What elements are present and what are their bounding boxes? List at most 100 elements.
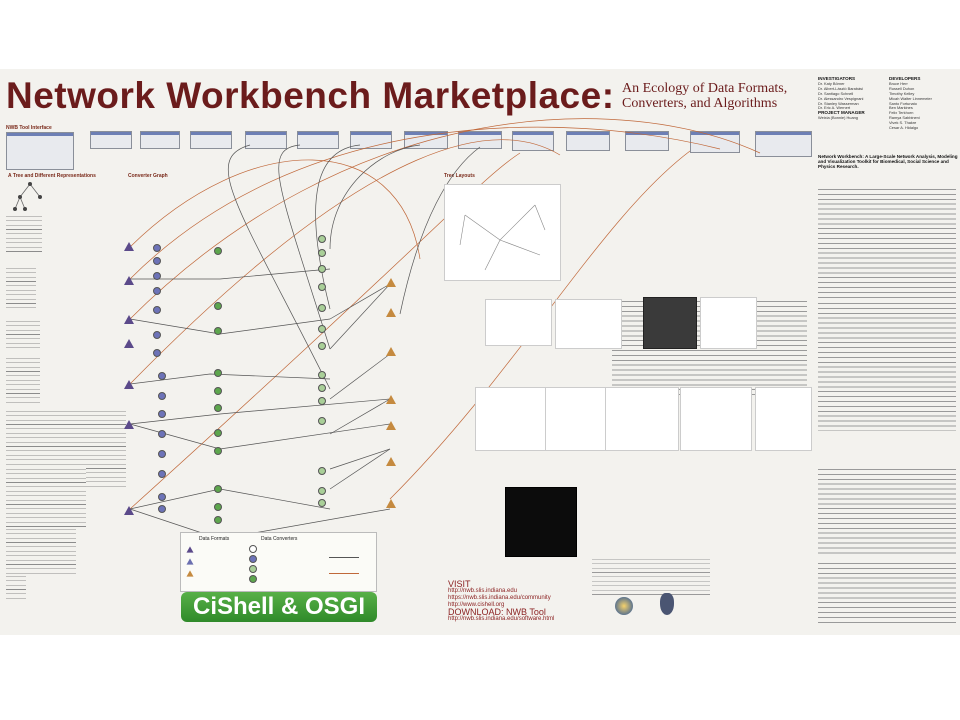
visit-block: VISIT http://nwb.slis.indiana.edu https:…: [448, 579, 555, 623]
developer-8: Ramya Sabbineni: [889, 115, 920, 121]
converter-edge: [329, 398, 391, 435]
legend-data-formats: Data Formats: [199, 536, 230, 542]
tool-screenshot-11: [566, 131, 610, 151]
format-node: [386, 278, 396, 287]
investigators-heading: INVESTIGATORS: [818, 76, 856, 81]
tree-node: [18, 195, 22, 199]
iu-seal: [660, 593, 674, 615]
pm-name: Weixia (Bonnie) Huang: [818, 115, 858, 121]
legend-converter-icon: [249, 575, 257, 583]
converter-node: [158, 450, 166, 458]
tree-layout-panel-4: [700, 297, 757, 349]
converter-edge: [129, 152, 521, 510]
converter-node: [318, 417, 326, 425]
tree-layouts-heading: Tree Layouts: [444, 173, 475, 179]
converter-edge: [399, 146, 481, 315]
abstract-text-3: [818, 467, 956, 557]
tool-screenshot-10: [512, 131, 554, 151]
format-node: [386, 421, 396, 430]
developer-6: Ben Markines: [889, 105, 913, 111]
poster-subtitle: An Ecology of Data Formats, Converters, …: [622, 81, 788, 111]
tree-layout-panel-3: [555, 299, 622, 349]
converter-node: [158, 470, 166, 478]
tool-screenshot-3: [140, 131, 180, 149]
converter-node: [158, 392, 166, 400]
investigator-2: Dr. Albert-László Barabási: [818, 85, 863, 91]
legend-format-icon: [186, 558, 194, 565]
converter-node: [214, 429, 222, 437]
format-node: [124, 315, 134, 324]
pm-heading: PROJECT MANAGER: [818, 110, 865, 116]
format-node: [124, 242, 134, 251]
converter-node: [318, 499, 326, 507]
developers-block: DEVELOPERS Bruce Herr Russell Duhon Timo…: [889, 76, 957, 131]
converter-node: [318, 283, 326, 291]
tool-screenshot-4: [190, 131, 232, 149]
converter-node: [158, 410, 166, 418]
legend-box: Data Formats Data Converters: [180, 532, 377, 592]
converter-edge: [129, 118, 761, 320]
cishell-osgi-banner: CiShell & OSGI: [181, 592, 377, 622]
converter-node: [153, 244, 161, 252]
tree-layout-panel-dark-2: [505, 487, 577, 557]
converter-node: [318, 235, 326, 243]
converter-node: [214, 404, 222, 412]
converter-edge: [129, 126, 721, 280]
converter-edge: [130, 268, 331, 280]
legend-line-sample: [329, 557, 359, 558]
converter-node: [214, 485, 222, 493]
converter-node: [318, 371, 326, 379]
converter-graph-heading: Converter Graph: [128, 173, 168, 179]
tree-layout-panel-dark-1: [643, 297, 697, 349]
tree-edge: [14, 196, 21, 210]
converter-edge: [129, 139, 561, 385]
converter-node: [318, 342, 326, 350]
format-node: [124, 276, 134, 285]
converter-node: [214, 516, 222, 524]
code-block-6: [6, 467, 86, 527]
radial-tree-graphic: [459, 204, 546, 271]
investigator-5: Dr. Stanley Wasserman: [818, 100, 859, 106]
converter-node: [214, 447, 222, 455]
legend-format-icon: [186, 546, 194, 553]
format-node: [386, 347, 396, 356]
tree-layout-panel-5: [475, 387, 547, 451]
investigator-4: Dr. Alessandro Vespignani: [818, 95, 864, 101]
code-block-7: [6, 527, 76, 577]
converter-edge: [129, 159, 421, 260]
tree-node: [38, 195, 42, 199]
converter-node: [318, 397, 326, 405]
converter-node: [153, 257, 161, 265]
format-node: [124, 506, 134, 515]
poster: Network Workbench Marketplace: An Ecolog…: [0, 69, 960, 635]
code-block-8: [6, 574, 26, 599]
developer-1: Bruce Herr: [889, 80, 908, 86]
visit-link-2[interactable]: https://nwb.slis.indiana.edu/community: [448, 595, 551, 601]
visit-heading: VISIT: [448, 579, 471, 589]
format-node: [386, 308, 396, 317]
abstract-title: Network Workbench: A Large-Scale Network…: [818, 154, 958, 169]
converter-node: [214, 387, 222, 395]
investigators-block: INVESTIGATORS Dr. Katy Börner Dr. Albert…: [818, 76, 888, 121]
download-link[interactable]: http://nwb.slis.indiana.edu/software.htm…: [448, 616, 555, 622]
format-node: [124, 339, 134, 348]
tool-screenshot-14: [755, 131, 812, 157]
converter-node: [318, 265, 326, 273]
developer-3: Timothy Kelley: [889, 90, 915, 96]
visit-link-1[interactable]: http://nwb.slis.indiana.edu: [448, 588, 518, 594]
tool-screenshot-13: [690, 131, 740, 153]
visit-link-3[interactable]: http://www.cishell.org: [448, 602, 505, 608]
tool-screenshot-2: [90, 131, 132, 149]
tree-edge: [19, 196, 26, 210]
converter-node: [153, 272, 161, 280]
download-heading: DOWNLOAD: NWB Tool: [448, 607, 546, 617]
developer-7: Felix Terkhorn: [889, 110, 914, 116]
investigator-6: Dr. Eric A. Wernert: [818, 105, 851, 111]
converter-node: [318, 249, 326, 257]
code-block-1: [6, 214, 42, 254]
converter-node: [158, 430, 166, 438]
converter-node: [158, 493, 166, 501]
code-block-2: [6, 266, 36, 308]
developer-4: Micah Walter Linnemeier: [889, 95, 932, 101]
tree-node: [13, 207, 17, 211]
